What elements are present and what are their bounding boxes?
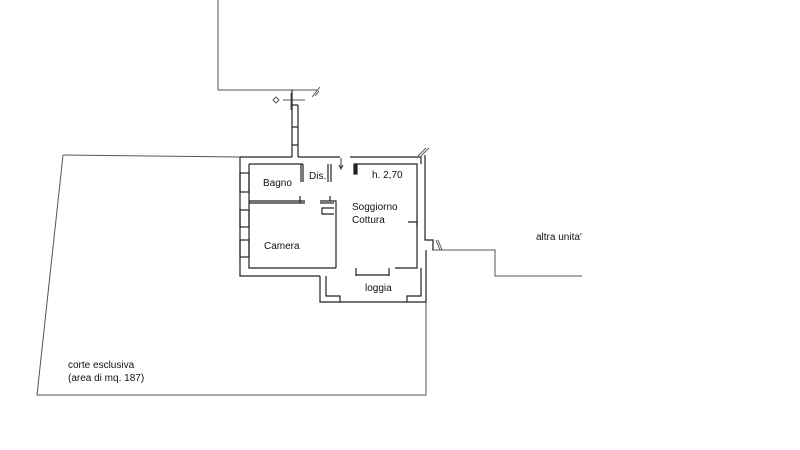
room-label-cottura: Cottura	[352, 215, 385, 226]
entrance-arrow-icon	[338, 158, 344, 171]
internal-walls	[249, 163, 418, 268]
courtyard-label-line1: corte esclusiva	[68, 360, 135, 371]
room-label-soggiorno: Soggiorno	[352, 202, 398, 213]
room-label-dis: Dis.	[309, 171, 327, 182]
neighbor-boundary	[432, 239, 582, 277]
room-label-bagno: Bagno	[263, 178, 292, 189]
survey-marker-icon	[272, 93, 305, 110]
room-label-camera: Camera	[264, 241, 300, 252]
height-label: h. 2,70	[372, 170, 403, 181]
upper-boundary	[217, 0, 321, 98]
building-walls	[239, 155, 434, 302]
room-label-loggia: loggia	[365, 283, 392, 294]
courtyard-label-line2: (area di mq. 187)	[68, 373, 145, 384]
courtyard-boundary	[36, 154, 427, 396]
break-mark-icon	[417, 147, 430, 157]
loggia-walls	[319, 268, 426, 303]
neighbor-unit-label: altra unita'	[536, 232, 582, 243]
entrance-corridor	[291, 90, 299, 157]
